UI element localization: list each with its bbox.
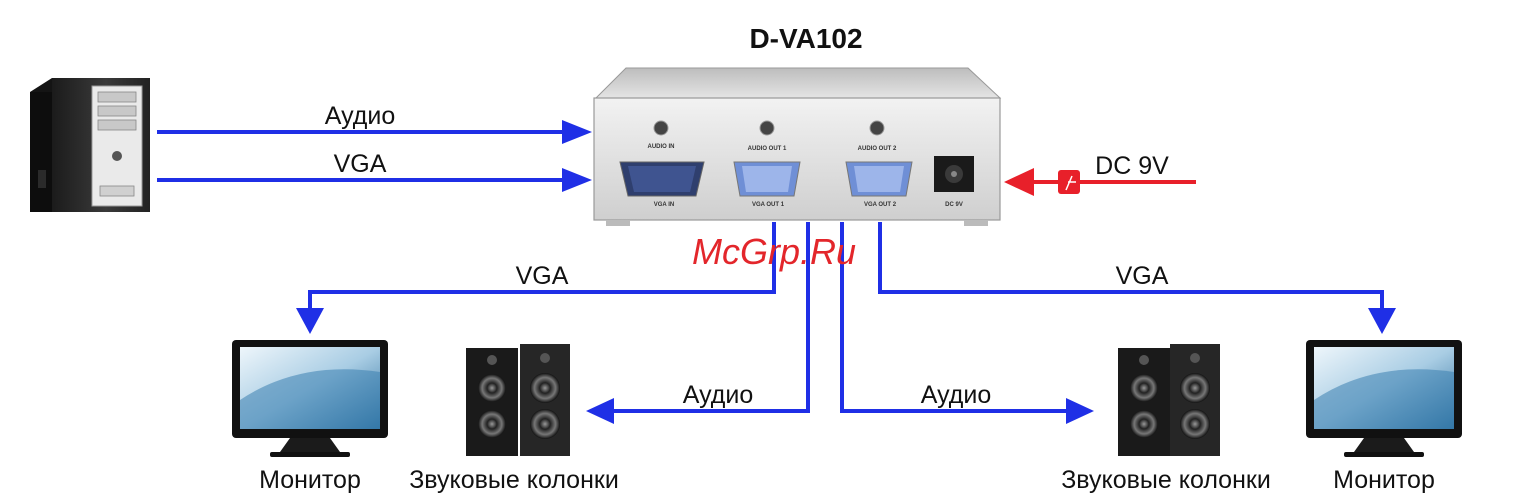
power-arrow: [1004, 168, 1034, 196]
vga-left-arrow: [296, 308, 324, 334]
audio-left-label: Аудио: [683, 381, 754, 409]
vga-in-label: VGA IN: [654, 202, 674, 208]
audio-input-arrow: [562, 120, 592, 144]
power-label: DC 9V: [1095, 152, 1169, 180]
vga-input-arrow: [562, 168, 592, 192]
device-title: D-VA102: [749, 23, 862, 54]
watermark: McGrp.Ru: [692, 231, 856, 272]
speakers-right-icon: [1118, 344, 1220, 456]
vga-out1-port: [734, 162, 800, 196]
pc-tower-icon: [30, 78, 150, 212]
vga-right-label: VGA: [1116, 262, 1169, 290]
audio-out2-label: AUDIO OUT 2: [858, 146, 897, 152]
audio-out1-label: AUDIO OUT 1: [748, 146, 787, 152]
audio-in-label: AUDIO IN: [648, 144, 675, 150]
speakers-right-label: Звуковые колонки: [1061, 466, 1271, 494]
vga-in-port: [620, 162, 704, 196]
vga-input-label: VGA: [334, 150, 387, 178]
audio-left-arrow: [586, 398, 614, 424]
monitor-left-icon: [232, 340, 388, 457]
speakers-left-label: Звуковые колонки: [409, 466, 619, 494]
audio-right-label: Аудио: [921, 381, 992, 409]
monitor-right-label: Монитор: [1333, 466, 1435, 494]
vga-right-arrow: [1368, 308, 1396, 334]
audio-out1-jack: [760, 121, 774, 135]
audio-input-label: Аудио: [325, 102, 396, 130]
vga-out2-label: VGA OUT 2: [864, 202, 897, 208]
speakers-left-icon: [466, 344, 570, 456]
vga-left-label: VGA: [516, 262, 569, 290]
monitor-right-icon: [1306, 340, 1462, 457]
splitter-device: AUDIO IN AUDIO OUT 1 AUDIO OUT 2 VGA IN …: [594, 68, 1000, 226]
vga-out2-port: [846, 162, 912, 196]
dc-label: DC 9V: [945, 202, 963, 208]
audio-in-jack: [654, 121, 668, 135]
audio-out2-jack: [870, 121, 884, 135]
monitor-left-label: Монитор: [259, 466, 361, 494]
vga-out1-label: VGA OUT 1: [752, 202, 785, 208]
audio-right-arrow: [1066, 398, 1094, 424]
